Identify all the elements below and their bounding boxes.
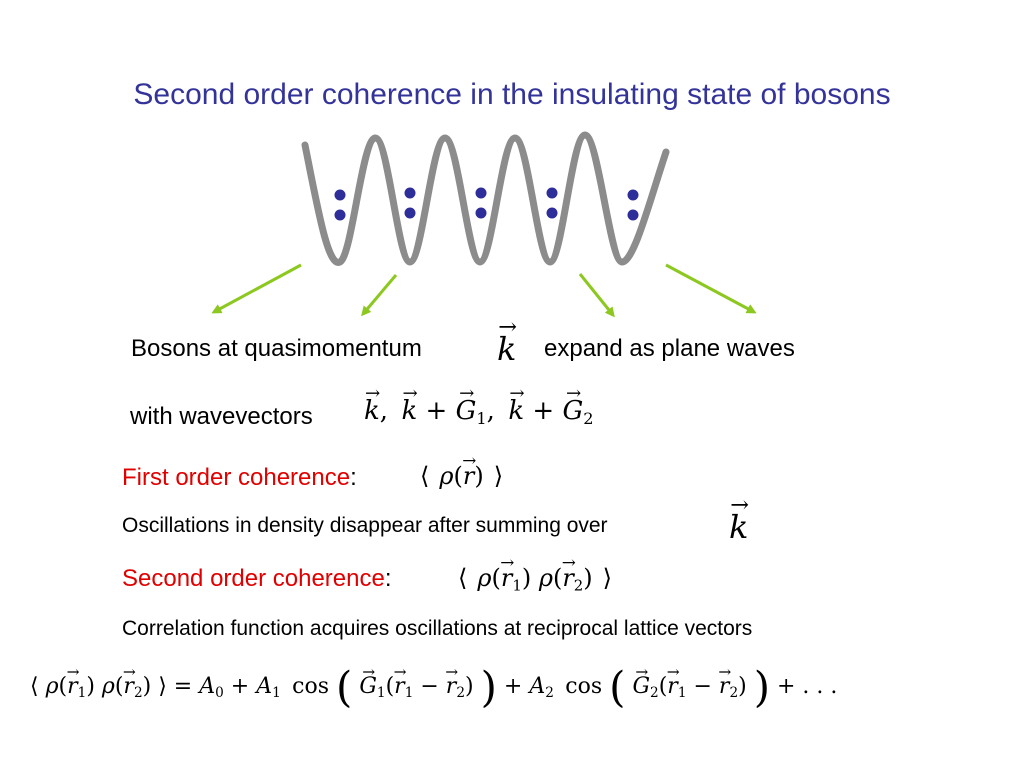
arrow	[665, 263, 757, 314]
second-order-formula: ⟨ ρ(r1) ρ(r2) ⟩	[458, 564, 612, 594]
oscillations-density-text: Oscillations in density disappear after …	[122, 514, 608, 537]
boson-atoms	[334, 187, 639, 221]
correlation-function-text: Correlation function acquires oscillatio…	[122, 617, 753, 640]
slide-title: Second order coherence in the insulating…	[133, 78, 891, 111]
atom	[404, 187, 416, 199]
atom	[475, 207, 487, 219]
lattice-potential-curve	[301, 131, 670, 266]
first-order-formula: ⟨ ρ(r) ⟩	[420, 462, 503, 490]
atom	[627, 209, 639, 221]
arrow	[211, 263, 302, 314]
bosons-quasimomentum-text: Bosons at quasimomentum	[131, 335, 422, 362]
correlation-equation: ⟨ ρ(r1) ρ(r2) ⟩ = A0 + A1 cos ( G1(r1 − …	[30, 666, 837, 708]
atom	[334, 209, 346, 221]
atom	[404, 207, 416, 219]
plane-waves-text: expand as plane waves	[544, 335, 795, 362]
arrow	[361, 274, 398, 317]
second-order-heading: Second order coherence:	[122, 565, 392, 592]
wavevectors-label: with wavevectors	[130, 403, 313, 430]
atom	[475, 187, 487, 199]
atom	[546, 207, 558, 219]
green-arrows	[211, 263, 757, 318]
wavevectors-formula: k, k + G1, k + G2	[364, 396, 593, 428]
k-vector-symbol: k	[497, 330, 516, 368]
arrow	[578, 273, 615, 318]
k-vector-symbol-2: k	[729, 508, 748, 546]
atom	[546, 187, 558, 199]
atom	[334, 189, 346, 201]
atom	[627, 189, 639, 201]
first-order-heading: First order coherence:	[122, 464, 357, 491]
